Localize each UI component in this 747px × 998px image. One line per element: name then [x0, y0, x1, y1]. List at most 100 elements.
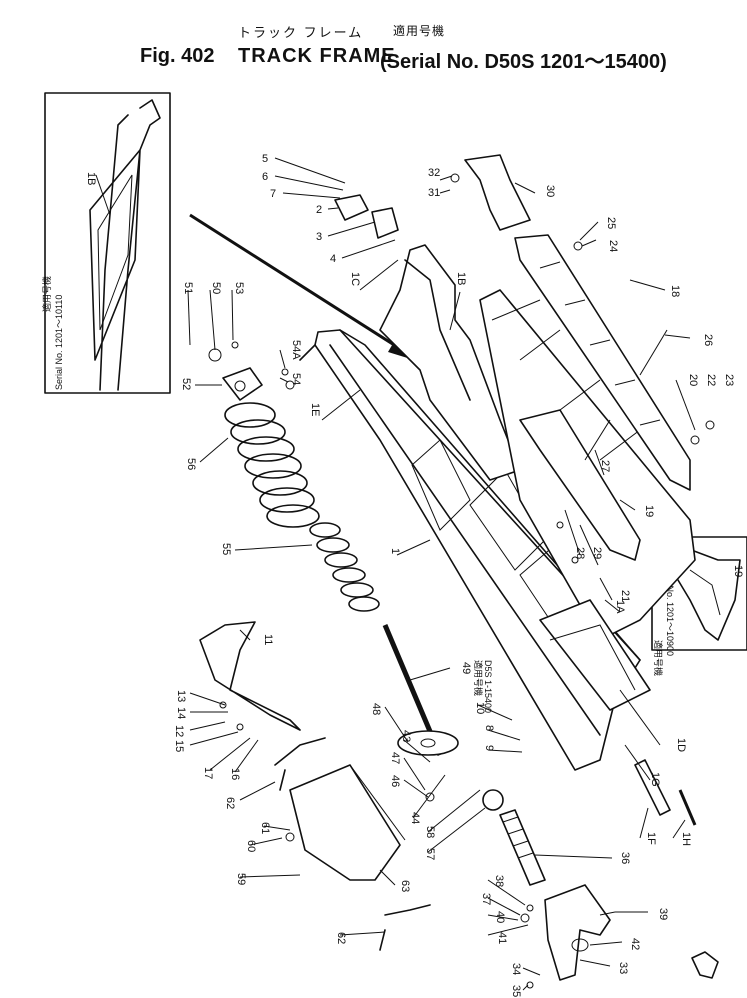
label-62-lower: 62: [335, 932, 347, 944]
guide-1f: [634, 759, 671, 816]
strap-62-upper: [274, 737, 326, 791]
label-7: 7: [270, 188, 276, 200]
label-10: 10: [474, 702, 486, 714]
inner-spring-55: [309, 522, 380, 612]
inset-note-jp: 適用号機: [41, 276, 52, 312]
label-59: 59: [235, 873, 247, 885]
main-note-jp: 適用号機: [473, 660, 484, 696]
label-14: 14: [175, 707, 187, 719]
label-41: 41: [496, 932, 508, 944]
figure-number: Fig. 402: [140, 45, 215, 67]
label-2: 2: [316, 204, 322, 216]
label-39: 39: [657, 908, 669, 920]
cover-59: [289, 764, 406, 881]
label-28: 28: [574, 547, 586, 559]
label-20: 20: [687, 374, 699, 386]
label-37: 37: [480, 893, 492, 905]
inset-label-1b: 1B: [85, 172, 97, 185]
label-18: 18: [669, 285, 681, 297]
yoke-33: [544, 884, 611, 981]
label-33: 33: [617, 962, 629, 974]
label-42: 42: [629, 938, 641, 950]
label-51: 51: [182, 282, 194, 294]
label-3: 3: [316, 231, 322, 243]
label-36: 36: [619, 852, 631, 864]
inset-right-note-serial: Serial No. 1201～10900: [665, 560, 675, 656]
label-1f: 1F: [645, 832, 657, 845]
label-6: 6: [262, 171, 268, 183]
label-58: 58: [424, 826, 436, 838]
inset-note-serial: Serial No. 1201～10110: [54, 295, 64, 390]
label-17: 17: [202, 767, 214, 779]
label-26: 26: [702, 334, 714, 346]
strap-62-lower: [379, 904, 431, 951]
direction-arrow-icon: [691, 951, 719, 979]
label-1e: 1E: [309, 403, 321, 416]
label-53: 53: [233, 282, 245, 294]
main-note-serial: D5S 1-15400: [483, 660, 493, 713]
label-49: 49: [460, 662, 472, 674]
label-63: 63: [399, 880, 411, 892]
label-16: 16: [229, 768, 241, 780]
label-22: 22: [705, 374, 717, 386]
inset-frame-1b: 1B 適用号機 Serial No. 1201～10110: [41, 92, 171, 394]
fasteners: [208, 173, 715, 989]
label-44: 44: [409, 812, 421, 824]
part-labels: 1 1A 1B 1C 1D 1E 1F 1G 1H 2 3 4 5 6 7 8 …: [173, 153, 735, 997]
label-1g: 1G: [649, 772, 661, 787]
japanese-title: トラック フレーム: [238, 25, 364, 40]
label-54a: 54A: [290, 340, 302, 360]
guard-rail-18: [514, 234, 691, 491]
serial-range: (Serial No. D50S 1201～15400): [380, 51, 667, 73]
label-1h: 1H: [680, 832, 692, 846]
label-54: 54: [290, 373, 302, 385]
inset-right-note-jp: 適用号機: [653, 640, 664, 676]
label-62: 62: [224, 797, 236, 809]
label-32: 32: [428, 167, 440, 179]
figure-title: TRACK FRAME: [238, 45, 396, 67]
label-1c: 1C: [349, 272, 361, 286]
label-61: 61: [259, 822, 271, 834]
label-25: 25: [605, 217, 617, 229]
inset-label-19: 19: [732, 565, 744, 577]
label-13: 13: [175, 690, 187, 702]
label-60: 60: [245, 840, 257, 852]
bracket-52: [222, 367, 263, 401]
recoil-spring-56: [224, 402, 320, 528]
cover-11: [199, 621, 301, 731]
label-8: 8: [483, 725, 495, 731]
japanese-applicable-label: 適用号機: [393, 24, 446, 38]
label-46: 46: [389, 775, 401, 787]
label-15: 15: [173, 740, 185, 752]
label-47: 47: [389, 752, 401, 764]
label-38: 38: [493, 875, 505, 887]
label-34: 34: [510, 963, 522, 975]
rod-49: [382, 624, 459, 756]
cover-30: [464, 154, 531, 231]
label-57: 57: [424, 848, 436, 860]
bracket-parts-2-3: [334, 194, 399, 239]
label-43: 43: [400, 730, 412, 742]
label-21: 21: [619, 590, 631, 602]
label-23: 23: [723, 374, 735, 386]
label-1d: 1D: [675, 738, 687, 752]
label-5: 5: [262, 153, 268, 165]
label-52: 52: [180, 378, 192, 390]
label-24: 24: [607, 240, 619, 252]
label-1b: 1B: [455, 272, 467, 285]
label-1a: 1A: [614, 600, 626, 614]
label-19: 19: [643, 505, 655, 517]
label-11: 11: [262, 634, 274, 645]
label-1: 1: [389, 548, 401, 554]
label-48: 48: [370, 703, 382, 715]
leader-lines: [187, 157, 696, 991]
label-50: 50: [210, 282, 222, 294]
label-55: 55: [220, 543, 232, 555]
label-35: 35: [510, 985, 522, 997]
label-4: 4: [330, 253, 336, 265]
label-12: 12: [173, 725, 185, 737]
label-56: 56: [185, 458, 197, 470]
label-9: 9: [483, 745, 495, 751]
